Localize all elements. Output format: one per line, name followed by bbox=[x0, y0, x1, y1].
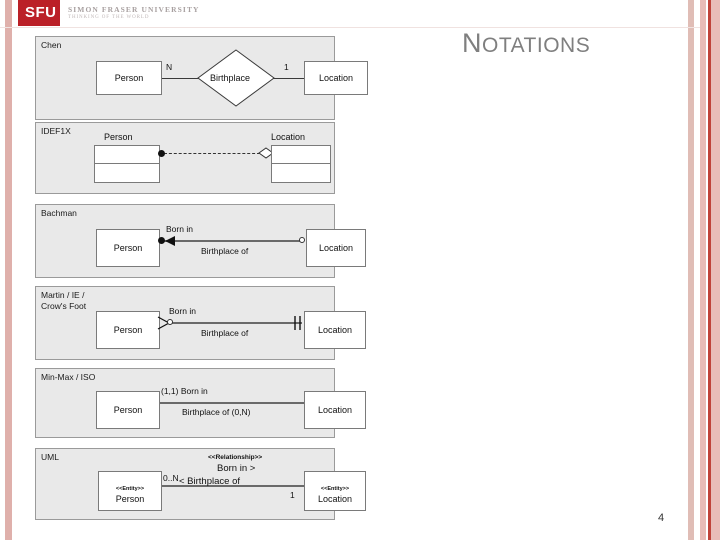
idef1x-entity-person bbox=[94, 145, 160, 183]
uml-location-name: Location bbox=[317, 494, 353, 504]
page-title: NOTATIONS bbox=[462, 28, 590, 59]
panel-label-bachman: Bachman bbox=[41, 208, 77, 218]
chen-cardinality-right: 1 bbox=[284, 62, 289, 72]
uml-location-stereotype: <<Entity>> bbox=[320, 486, 350, 492]
minmax-label-above: (1,1) Born in bbox=[161, 386, 208, 396]
right-stripe-mid bbox=[700, 0, 706, 540]
panel-label-uml: UML bbox=[41, 452, 59, 462]
minmax-entity-location: Location bbox=[304, 391, 366, 429]
martin-entity-location: Location bbox=[304, 311, 366, 349]
uml-label-below: < Birthplace of bbox=[179, 476, 240, 487]
panel-uml: UML <<Entity>> Person <<Relationship>> B… bbox=[35, 448, 366, 520]
idef1x-caption-person: Person bbox=[104, 132, 133, 142]
chen-line-right bbox=[271, 78, 306, 79]
idef1x-entity-location bbox=[271, 145, 331, 183]
uml-entity-location: <<Entity>> Location bbox=[304, 471, 366, 511]
idef1x-location-key-cell bbox=[272, 146, 330, 164]
idef1x-person-attr-cell bbox=[95, 164, 159, 182]
panel-label-martin: Martin / IE / Crow's Foot bbox=[41, 290, 87, 311]
chen-cardinality-left: N bbox=[166, 62, 173, 72]
university-tagline: THINKING OF THE WORLD bbox=[68, 15, 150, 20]
panel-label-minmax: Min-Max / ISO bbox=[41, 372, 96, 382]
uml-connector bbox=[162, 485, 304, 487]
panel-minmax-iso: Min-Max / ISO Person (1,1) Born in Birth… bbox=[35, 368, 366, 438]
chen-relationship-label: Birthplace bbox=[210, 73, 251, 83]
panel-chen: Chen Person Birthplace Location N 1 bbox=[35, 36, 368, 120]
bachman-label-above: Born in bbox=[166, 224, 193, 234]
uml-entity-person: <<Entity>> Person bbox=[98, 471, 162, 511]
martin-label-below: Birthplace of bbox=[201, 328, 249, 338]
idef1x-dashed-connector bbox=[164, 153, 260, 154]
left-accent-stripe bbox=[5, 0, 12, 540]
martin-entity-person: Person bbox=[96, 311, 160, 349]
idef1x-diamond-marker bbox=[258, 147, 274, 159]
panel-label-idef1x: IDEF1X bbox=[41, 126, 71, 136]
uml-person-name: Person bbox=[115, 494, 145, 504]
panel-martin-crowsfoot: Martin / IE / Crow's Foot Person Born in… bbox=[35, 286, 366, 360]
martin-connector bbox=[170, 322, 302, 324]
uml-relationship-stereotype: <<Relationship>> bbox=[208, 454, 263, 461]
sfu-logo-block bbox=[18, 0, 60, 26]
chen-relationship-diamond bbox=[197, 49, 275, 107]
page-title-rest: OTATIONS bbox=[482, 34, 591, 57]
chen-entity-person: Person bbox=[96, 61, 162, 95]
slide-header: SFU SIMON FRASER UNIVERSITY THINKING OF … bbox=[0, 0, 720, 28]
sfu-logo-text: SFU bbox=[25, 4, 57, 21]
page-number: 4 bbox=[658, 512, 665, 524]
panel-idef1x: IDEF1X Person Location bbox=[35, 122, 335, 194]
idef1x-identifying-dot bbox=[158, 150, 165, 157]
bachman-label-below: Birthplace of bbox=[201, 246, 249, 256]
panel-label-chen: Chen bbox=[41, 40, 62, 50]
uml-multiplicity-left: 0..N bbox=[163, 473, 179, 483]
bachman-entity-person: Person bbox=[96, 229, 160, 267]
idef1x-location-attr-cell bbox=[272, 164, 330, 182]
uml-label-above: Born in > bbox=[217, 463, 256, 474]
bachman-owner-dot bbox=[158, 237, 165, 244]
uml-person-stereotype: <<Entity>> bbox=[115, 486, 145, 492]
chen-line-left bbox=[161, 78, 201, 79]
one-and-only-one-ticks-icon bbox=[294, 316, 301, 330]
martin-zero-circle bbox=[167, 319, 173, 325]
uml-multiplicity-right: 1 bbox=[290, 490, 295, 500]
bachman-arrowhead-icon bbox=[165, 236, 175, 246]
bachman-member-circle bbox=[299, 237, 305, 243]
right-stripe-dark-red bbox=[708, 0, 711, 540]
right-stripe-edge bbox=[711, 0, 720, 540]
idef1x-person-key-cell bbox=[95, 146, 159, 164]
panel-bachman: Bachman Person Born in Birthplace of Loc… bbox=[35, 204, 366, 278]
header-divider bbox=[0, 27, 700, 28]
minmax-connector bbox=[160, 402, 305, 404]
martin-label-above: Born in bbox=[169, 306, 196, 316]
minmax-entity-person: Person bbox=[96, 391, 160, 429]
idef1x-caption-location: Location bbox=[271, 132, 306, 142]
page-title-initial: N bbox=[462, 28, 482, 58]
chen-entity-location: Location bbox=[304, 61, 368, 95]
minmax-label-below: Birthplace of (0,N) bbox=[182, 407, 251, 417]
right-stripe-outer bbox=[688, 0, 694, 540]
bachman-entity-location: Location bbox=[306, 229, 366, 267]
university-name: SIMON FRASER UNIVERSITY bbox=[68, 5, 200, 14]
bachman-connector bbox=[164, 240, 304, 242]
